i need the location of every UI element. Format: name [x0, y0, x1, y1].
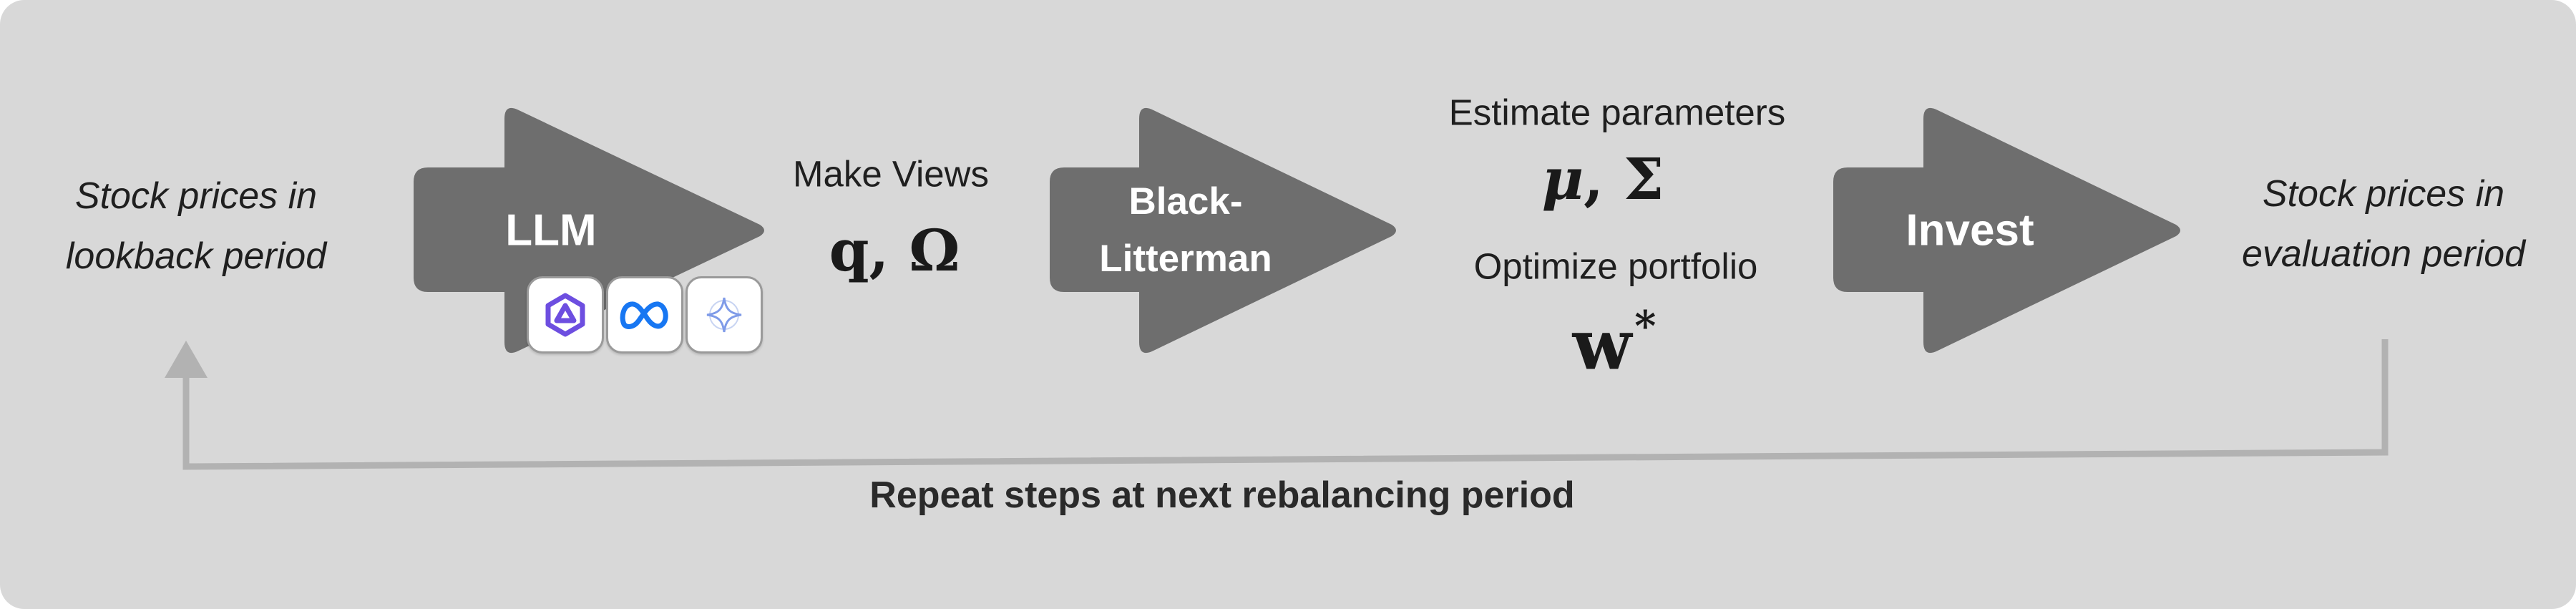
rebalance-loop-label: Repeat steps at next rebalancing period	[869, 474, 1575, 516]
rebalance-loop-arrowhead	[165, 341, 208, 378]
input-label-line1: Stock prices in	[74, 175, 318, 217]
views-omega-symbol: Ω	[909, 217, 960, 284]
optimize-portfolio-label: Optimize portfolio	[1473, 245, 1758, 287]
estimate-parameters-label: Estimate parameters	[1448, 92, 1786, 133]
sigma-symbol: Σ	[1623, 145, 1664, 213]
black-litterman-step-label: Black- Litterman	[1099, 173, 1272, 288]
black-litterman-line1: Black-	[1128, 180, 1243, 223]
views-math: q, Ω	[829, 217, 960, 284]
mu-symbol: μ	[1541, 145, 1584, 213]
meta-badge	[606, 276, 683, 354]
input-label: Stock prices in lookback period	[66, 166, 326, 286]
gemma-icon	[706, 297, 742, 333]
input-label-line2: lookback period	[65, 235, 327, 277]
views-q-symbol: q	[829, 217, 869, 284]
weights-math: w*	[1573, 301, 1657, 385]
qwen-icon	[545, 293, 585, 337]
parameters-math: μ, Σ	[1542, 145, 1664, 213]
invest-arrow-shape	[1833, 107, 2180, 354]
black-litterman-line2: Litterman	[1099, 238, 1272, 280]
w-symbol: w	[1572, 304, 1632, 386]
gemma-badge	[686, 276, 763, 354]
views-comma: ,	[869, 217, 909, 284]
output-label-line2: evaluation period	[2241, 233, 2526, 275]
meta-icon	[620, 301, 668, 329]
output-label-line1: Stock prices in	[2262, 173, 2505, 215]
parameters-comma: ,	[1584, 145, 1624, 213]
output-label: Stock prices in evaluation period	[2242, 164, 2525, 284]
rebalance-loop-line	[182, 339, 2389, 470]
invest-step-label: Invest	[1906, 205, 2034, 255]
black-litterman-arrow-shape	[1050, 107, 1396, 354]
qwen-badge	[527, 276, 604, 354]
llm-arrow-shape	[414, 107, 764, 354]
llm-step-label: LLM	[505, 205, 597, 255]
w-star: *	[1634, 301, 1657, 351]
make-views-label: Make Views	[792, 153, 990, 195]
